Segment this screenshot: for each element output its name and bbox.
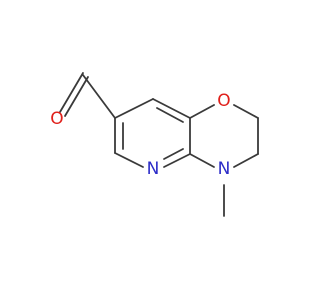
amine-nitrogen-label: N xyxy=(218,159,231,179)
ring-oxygen-label: O xyxy=(217,91,230,111)
pyridine-nitrogen-label: N xyxy=(147,159,160,179)
bond-n5-c6 xyxy=(114,152,144,168)
bond-c7-c8 xyxy=(114,98,154,119)
molecule-diagram: O O N N xyxy=(50,72,259,217)
bond-c4a-n5-inner xyxy=(163,148,184,160)
bond-c3-n4 xyxy=(233,153,259,168)
aldehyde-oxygen-label: O xyxy=(50,109,63,129)
bond-o1-c2 xyxy=(233,104,259,119)
bond-c8-c8a xyxy=(152,98,191,119)
bond-c8a-o1 xyxy=(189,104,215,119)
bond-c8-c8a-inner xyxy=(156,107,184,123)
structure-svg: O O N N xyxy=(50,72,259,217)
bond-c4a-n5 xyxy=(163,153,191,168)
bond-cho-ring xyxy=(82,74,116,119)
bonds xyxy=(59,72,259,217)
bond-n4-c4a xyxy=(189,153,215,168)
bond-cho-double-b xyxy=(64,76,89,117)
bond-cho-double-a xyxy=(59,72,84,113)
